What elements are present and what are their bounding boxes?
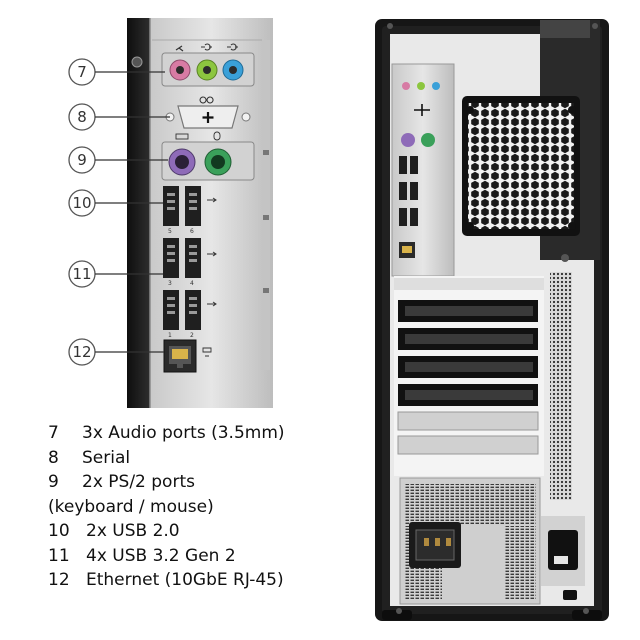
- legend-text: 2x USB 2.0: [86, 521, 180, 541]
- callout-7: 7: [68, 58, 165, 86]
- callout-10: 10: [68, 189, 163, 217]
- ps2-mouse-port: [204, 148, 232, 176]
- legend-text-continuation: (keyboard / mouse): [48, 496, 214, 517]
- callout-label: 7: [77, 63, 87, 81]
- usb-port-number: 4: [190, 280, 194, 287]
- keyboard-icon: [175, 133, 189, 140]
- thumbscrew: [561, 254, 569, 262]
- usb-ss-icon: [207, 251, 217, 257]
- legend-number: 9: [48, 472, 59, 492]
- usb-port-number: 6: [190, 228, 194, 235]
- mini-io-plate: [391, 63, 455, 277]
- line-in-icon: [201, 43, 212, 51]
- legend-number: 11: [48, 545, 70, 566]
- legend-item: 8 Serial: [48, 446, 368, 471]
- legend-item: 10 2x USB 2.0: [48, 519, 368, 544]
- audio-jack-pink: [169, 59, 191, 81]
- mouse-icon: [213, 131, 221, 141]
- usb-ss-icon: [207, 301, 217, 307]
- legend-text: 2x PS/2 ports: [82, 472, 195, 492]
- callout-label: 12: [72, 343, 91, 361]
- callout-label: 10: [72, 194, 91, 212]
- callout-label: 11: [72, 265, 91, 283]
- legend-item: 7 3x Audio ports (3.5mm): [48, 421, 368, 446]
- serial-icon: [199, 96, 214, 104]
- tower-rear-view: [375, 19, 609, 621]
- callout-11: 11: [68, 260, 163, 288]
- exhaust-fan-grill: [462, 96, 580, 236]
- power-supply: [399, 477, 541, 605]
- legend-text: 4x USB 3.2 Gen 2: [86, 545, 236, 566]
- legend-item: 12 Ethernet (10GbE RJ-45): [48, 568, 368, 593]
- callouts: 7 8 9 10 11 12: [68, 58, 170, 366]
- ethernet-port: [163, 339, 197, 373]
- callout-8: 8: [68, 103, 170, 131]
- usb32-port-group-lower: 1 2: [163, 290, 201, 339]
- port-legend: 7 3x Audio ports (3.5mm) 8 Serial 9 2x PS/2…: [48, 421, 368, 593]
- usb32-port-group-upper: 3 4: [163, 238, 201, 287]
- audio-jack-blue: [222, 59, 244, 81]
- side-vent: [550, 272, 572, 500]
- closeup-panel: 5 6 3 4: [127, 18, 273, 408]
- legend-item: 9 2x PS/2 ports (keyboard / mouse): [48, 470, 368, 519]
- lock-slot: [563, 590, 577, 600]
- usb-icon: [207, 197, 217, 203]
- ps2-keyboard-port: [168, 148, 196, 176]
- network-icon: [202, 347, 212, 357]
- usb-port-number: 3: [168, 280, 172, 287]
- usb-port-number: 1: [168, 332, 172, 339]
- legend-text: Serial: [82, 447, 131, 468]
- callout-label: 8: [77, 108, 87, 126]
- legend-text: Ethernet (10GbE RJ-45): [86, 570, 284, 590]
- legend-item: 11 4x USB 3.2 Gen 2: [48, 544, 368, 569]
- line-out-icon: [227, 43, 238, 51]
- usb-port-number: 2: [190, 332, 194, 339]
- legend-text: 3x Audio ports (3.5mm): [82, 423, 285, 443]
- legend-number: 10: [48, 521, 70, 541]
- callout-9: 9: [68, 146, 168, 174]
- legend-number: 12: [48, 570, 70, 590]
- usb2-port-group: 5 6: [163, 186, 201, 235]
- callout-label: 9: [77, 151, 87, 169]
- expansion-slots: [394, 276, 544, 476]
- audio-jack-green: [196, 59, 218, 81]
- callout-12: 12: [68, 338, 164, 366]
- headphone-icon: [175, 45, 184, 52]
- legend-number: 8: [48, 447, 59, 468]
- usb-port-number: 5: [168, 228, 172, 235]
- legend-number: 7: [48, 423, 59, 443]
